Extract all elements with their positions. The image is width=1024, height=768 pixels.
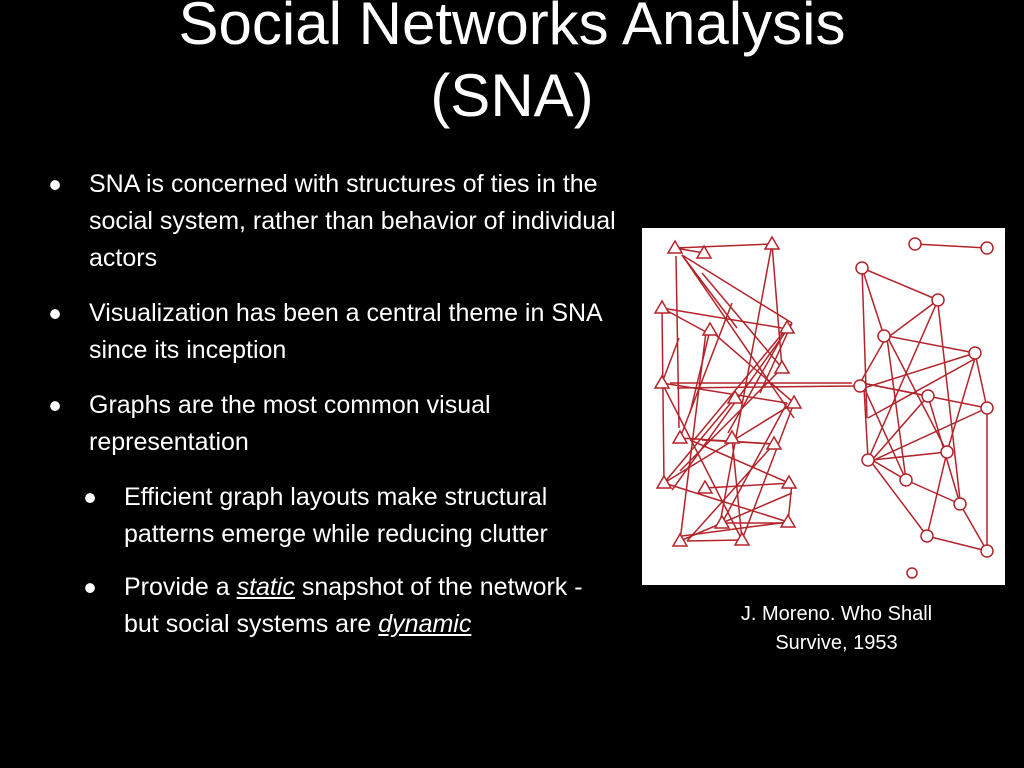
bullet-item-2: • Visualization has been a central theme…	[40, 295, 620, 369]
figure-caption: J. Moreno. Who Shall Survive, 1953	[690, 600, 983, 658]
bullet-item-1: • SNA is concerned with structures of ti…	[40, 166, 620, 277]
slide-title-line-1: Social Networks Analysis	[178, 0, 846, 57]
bullet-dot-icon: •	[48, 385, 62, 426]
bullet-dot-icon: •	[48, 164, 62, 205]
emphasis-static: static	[236, 573, 295, 601]
sub-bullet-text-1: Efficient graph layouts make structural …	[124, 483, 548, 548]
sub-bullet-item-1: • Efficient graph layouts make structura…	[40, 479, 620, 553]
sociogram-figure	[642, 228, 1005, 585]
sociogram-image	[653, 235, 994, 579]
emphasis-dynamic: dynamic	[378, 610, 472, 638]
bullet-list: • SNA is concerned with structures of ti…	[40, 166, 620, 659]
sub-bullet-item-2: • Provide a static snapshot of the netwo…	[40, 569, 620, 643]
bullet-dot-icon: •	[48, 293, 62, 334]
slide-title: Social Networks Analysis (SNA)	[0, 0, 1024, 132]
caption-line-1: J. Moreno. Who Shall	[740, 603, 933, 625]
sub-bullet-text-2a: Provide a	[124, 573, 237, 601]
bullet-dot-icon: •	[83, 477, 97, 518]
bullet-item-3: • Graphs are the most common visual repr…	[40, 387, 620, 461]
sub-bullet-text-2b: snapshot of the network - but social sys…	[124, 573, 583, 638]
bullet-text-3: Graphs are the most common visual repres…	[89, 391, 491, 456]
slide-title-line-2: (SNA)	[430, 62, 594, 129]
caption-line-2: Survive, 1953	[775, 632, 898, 654]
bullet-text-2: Visualization has been a central theme i…	[89, 299, 602, 364]
bullet-text-1: SNA is concerned with structures of ties…	[89, 170, 616, 272]
bullet-dot-icon: •	[83, 567, 97, 608]
